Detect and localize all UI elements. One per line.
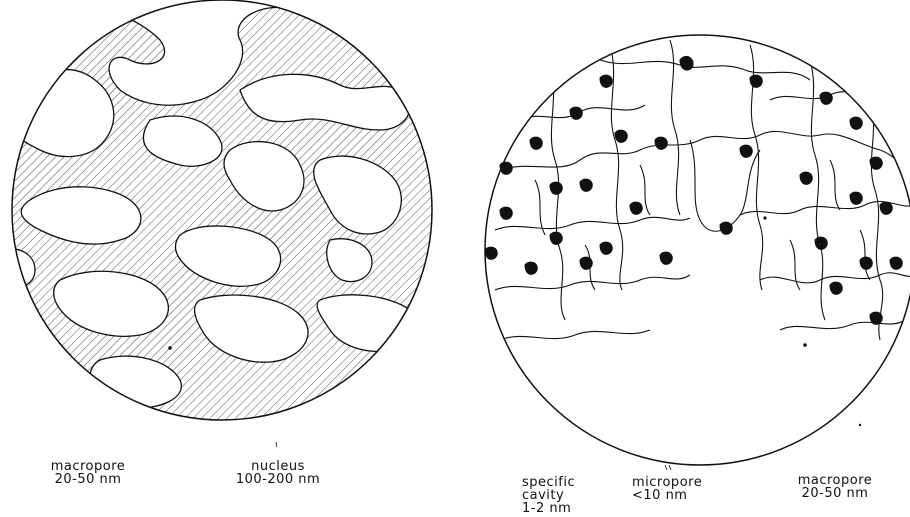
macropore-dot: [803, 343, 807, 347]
cavity-blob: [815, 237, 827, 249]
label-specific-cavity: specific cavity 1-2 nm: [522, 476, 602, 515]
cavity-blob: [630, 202, 642, 214]
micropore-tick-mark: [665, 465, 667, 470]
cavity-blob: [850, 192, 862, 204]
cavity-blob: [530, 137, 542, 149]
micropore-dot: [763, 216, 766, 219]
cavity-blob: [860, 257, 872, 269]
cavity-blob: [500, 207, 512, 219]
right-panel-circle: [485, 35, 910, 465]
cavity-blob: [655, 137, 667, 149]
cavity-blob: [615, 130, 627, 142]
cavity-blob: [570, 107, 582, 119]
cavity-blob: [600, 242, 612, 254]
left-panel-diagram: [0, 0, 432, 420]
cavity-blob: [550, 232, 562, 244]
cavity-blob: [820, 92, 832, 104]
cavity-blob: [890, 257, 902, 269]
label-nucleus: nucleus 100-200 nm: [213, 460, 343, 486]
cavity-blob: [720, 222, 732, 234]
label-macropore-left: macropore 20-50 nm: [33, 460, 143, 486]
micropore-tick-mark: [669, 465, 671, 470]
nucleus-dot: [168, 346, 172, 350]
cavity-blob: [870, 157, 882, 169]
stray-dot: [859, 424, 861, 426]
cavity-blob: [680, 56, 693, 70]
cavity-blob: [580, 257, 592, 269]
nucleus-tick-mark: [276, 442, 277, 447]
cavity-blob: [850, 117, 862, 129]
cavity-blob: [880, 202, 892, 214]
cavity-blob: [740, 145, 752, 157]
cavity-blob: [870, 312, 882, 324]
cavity-blob: [485, 247, 497, 259]
cavity-blob: [580, 179, 592, 191]
cavity-blob: [550, 182, 562, 194]
cavity-blob: [660, 252, 672, 264]
label-macropore-right: macropore 20-50 nm: [780, 474, 890, 500]
cavity-blob: [800, 172, 812, 184]
cavity-blob: [525, 262, 537, 274]
cavity-blob: [600, 75, 612, 87]
cavity-blob: [830, 282, 842, 294]
right-panel-diagram: [485, 35, 910, 465]
label-micropore: micropore <10 nm: [632, 476, 742, 502]
cavity-blob: [750, 75, 762, 87]
